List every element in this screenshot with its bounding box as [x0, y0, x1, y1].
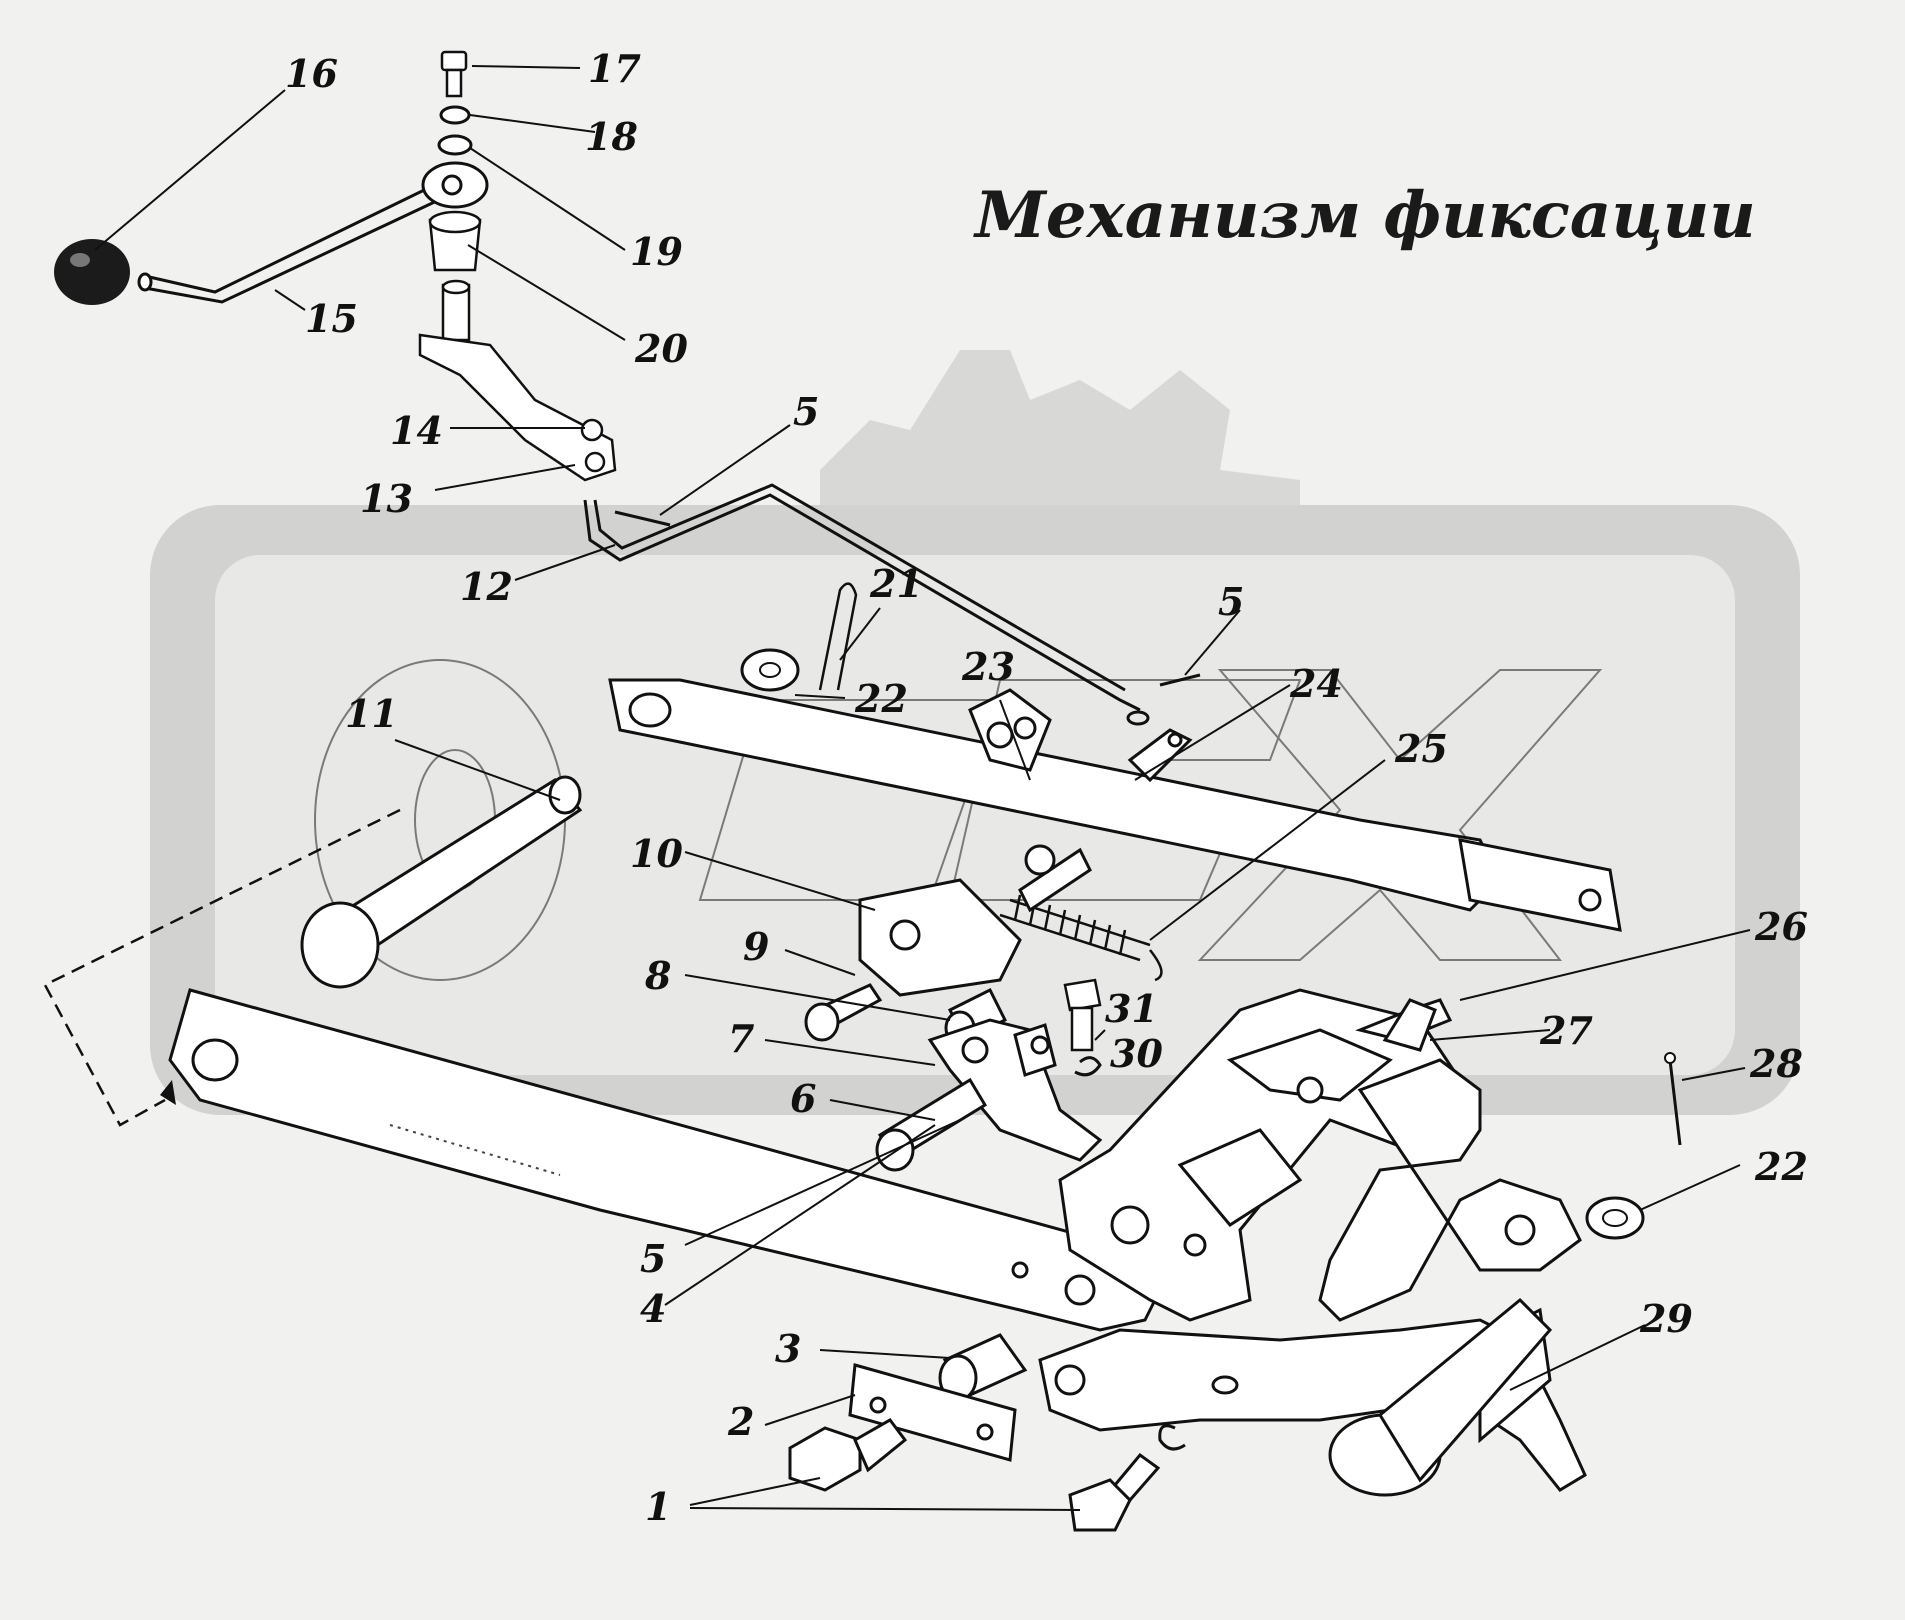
callout-22-top: 22: [855, 676, 908, 721]
callout-12: 12: [460, 564, 513, 609]
control-rod: [583, 483, 1150, 726]
callout-2: 2: [728, 1399, 755, 1444]
diagram-title: Механизм фиксации: [975, 178, 1756, 253]
callout-4: 4: [640, 1286, 667, 1331]
bottom-drawbar: [1038, 1297, 1587, 1497]
upper-lower-link: [608, 678, 1622, 932]
callout-8: 8: [645, 953, 672, 998]
callout-6: 6: [790, 1076, 817, 1121]
callout-16: 16: [285, 51, 338, 96]
callout-11: 11: [345, 691, 398, 736]
drawbar-plate: [1318, 998, 1582, 1322]
callout-20: 20: [635, 326, 688, 371]
cotter-pin-mid: [1159, 673, 1201, 687]
callout-25: 25: [1395, 726, 1448, 771]
bolt-31: [1063, 978, 1102, 1052]
washer-30: [1074, 1056, 1102, 1077]
hitch-block: [1058, 988, 1462, 1322]
callout-24: 24: [1290, 661, 1343, 706]
callout-21: 21: [870, 561, 923, 606]
callout-30: 30: [1110, 1031, 1163, 1076]
watermark-gear: [820, 350, 1300, 520]
arrow-head: [160, 1080, 176, 1105]
cotter-pin-top: [614, 510, 671, 527]
callout-3: 3: [775, 1326, 802, 1371]
callout-28: 28: [1750, 1041, 1803, 1086]
callout-15: 15: [305, 296, 358, 341]
pin-3: [938, 1333, 1028, 1402]
callout-13: 13: [360, 476, 413, 521]
callout-5-bottom: 5: [640, 1236, 667, 1281]
callout-22-right: 22: [1755, 1144, 1808, 1189]
axle-pin: [300, 775, 583, 989]
callout-26: 26: [1755, 904, 1808, 949]
callout-9: 9: [743, 924, 770, 969]
callout-17: 17: [588, 46, 641, 91]
callout-7: 7: [728, 1016, 755, 1061]
callout-19: 19: [630, 229, 683, 274]
flat-washer: [437, 134, 473, 156]
callout-5-mid: 5: [1218, 579, 1245, 624]
callout-10: 10: [630, 831, 683, 876]
callout-29: 29: [1640, 1296, 1693, 1341]
callout-5-top: 5: [793, 389, 820, 434]
bracket-23: [968, 688, 1052, 772]
callout-23: 23: [962, 644, 1015, 689]
bolt-1-right: [1068, 1452, 1161, 1532]
cotter-pin-28: [1668, 1059, 1682, 1146]
dashed-guide-arrow: [43, 808, 401, 1127]
callout-27: 27: [1540, 1008, 1593, 1053]
lever-handle: [137, 161, 489, 304]
spring-ring: [1158, 1424, 1186, 1451]
bushing: [428, 210, 482, 272]
callout-18: 18: [585, 114, 638, 159]
callout-31: 31: [1105, 986, 1158, 1031]
tension-spring: [999, 894, 1163, 982]
cotter-pin-21: [818, 582, 858, 691]
latch-plate: [1127, 728, 1193, 783]
watermark-frame: [150, 505, 1800, 1115]
plate-2: [848, 1363, 1017, 1462]
callout-14: 14: [390, 408, 443, 453]
leader-lines: [94, 65, 1751, 1511]
top-bolt: [440, 50, 468, 98]
latch-mechanism: [804, 844, 1092, 1046]
spring-washer: [439, 105, 471, 125]
lever-knob: [54, 239, 130, 305]
callout-1: 1: [645, 1484, 672, 1529]
bolt-1-left: [788, 1418, 908, 1492]
shift-lever-arm: [418, 279, 617, 482]
